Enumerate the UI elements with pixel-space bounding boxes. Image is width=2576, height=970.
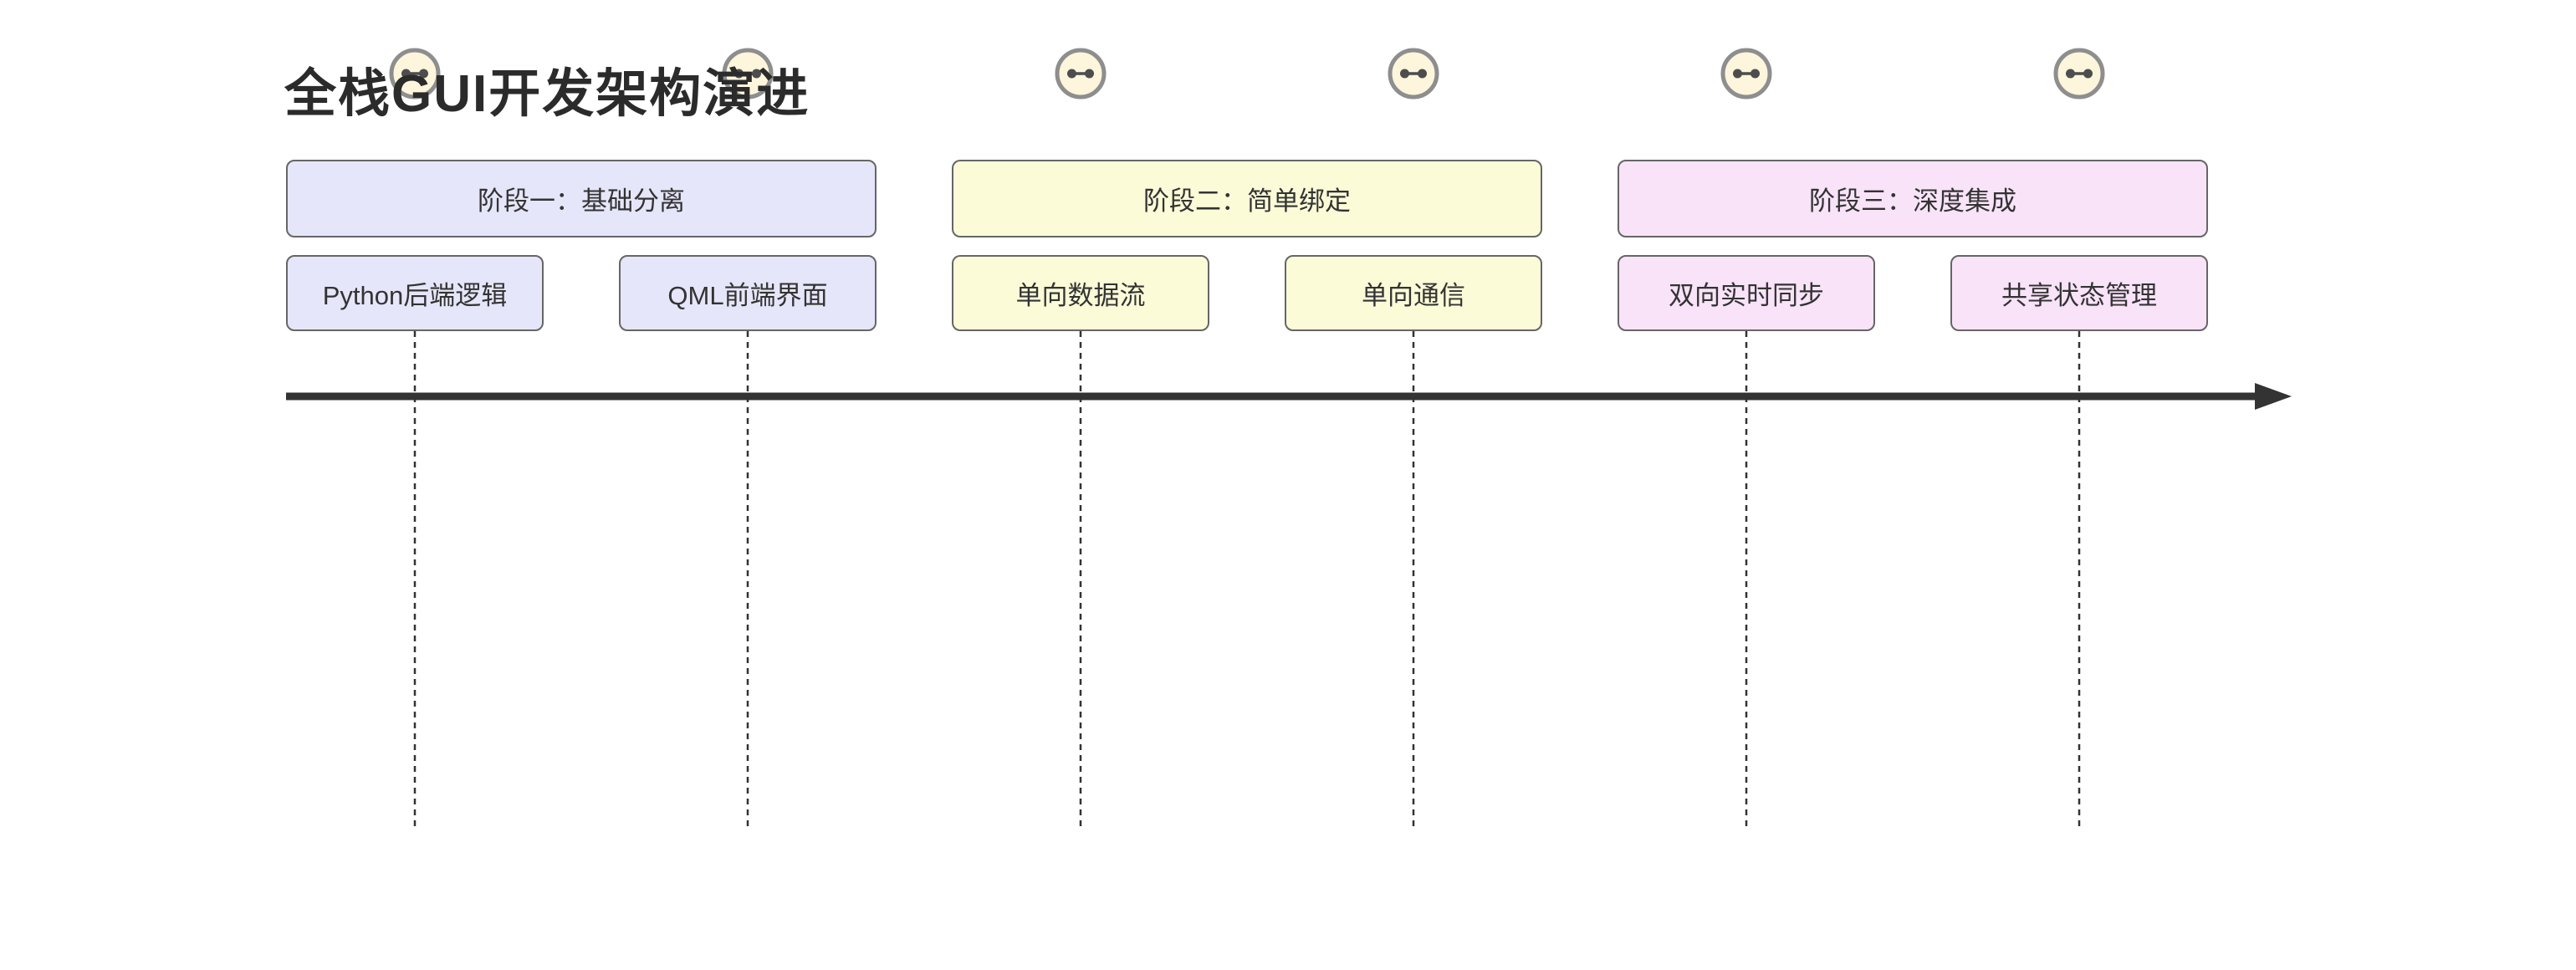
linked-dots-icon xyxy=(389,48,441,100)
timeline-item: 单向通信 xyxy=(1285,255,1542,331)
timeline-item-label: Python后端逻辑 xyxy=(322,281,508,310)
linked-dots-icon xyxy=(722,48,774,100)
stage-header: 阶段二：简单绑定 xyxy=(952,160,1542,237)
linked-dots-icon xyxy=(1055,48,1107,100)
timeline-item: 共享状态管理 xyxy=(1950,255,2208,331)
stage-label: 阶段二：简单绑定 xyxy=(1143,186,1351,216)
timeline-item-label: 双向实时同步 xyxy=(1669,281,1824,310)
linked-dots-icon xyxy=(1720,48,1772,100)
timeline-item: QML前端界面 xyxy=(619,255,877,331)
timeline-item-label: 单向数据流 xyxy=(1015,281,1146,310)
timeline-item: 双向实时同步 xyxy=(1618,255,1875,331)
timeline-item-label: 单向通信 xyxy=(1362,281,1465,310)
stage-label: 阶段三：深度集成 xyxy=(1809,186,2016,216)
timeline-item-label: QML前端界面 xyxy=(667,281,828,310)
timeline-item-label: 共享状态管理 xyxy=(2001,281,2157,310)
timeline-item: 单向数据流 xyxy=(952,255,1209,331)
diagram-title: 全栈GUI开发架构演进 xyxy=(284,65,810,123)
linked-dots-icon xyxy=(1388,48,1439,100)
linked-dots-icon xyxy=(2053,48,2105,100)
timeline-axis-arrowhead-icon xyxy=(2255,383,2292,410)
timeline-item: Python后端逻辑 xyxy=(286,255,544,331)
stage-label: 阶段一：基础分离 xyxy=(478,186,685,216)
stage-header: 阶段三：深度集成 xyxy=(1618,160,2208,237)
stage-header: 阶段一：基础分离 xyxy=(286,160,877,237)
